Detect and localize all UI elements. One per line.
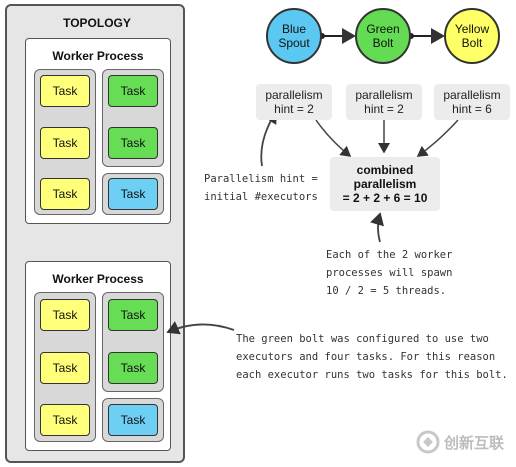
task-yellow: Task	[40, 127, 90, 159]
watermark: 创新互联	[416, 423, 512, 461]
worker-note: Each of the 2 worker processes will spaw…	[326, 249, 453, 297]
worker-process-title: Worker Process	[52, 272, 144, 286]
topology-title: TOPOLOGY	[63, 16, 131, 30]
hint-note-arrow	[260, 110, 277, 167]
task-green: Task	[108, 352, 158, 384]
logo-icon	[416, 430, 440, 454]
bolt-note: The green bolt was configured to use two…	[236, 333, 508, 381]
task-green: Task	[108, 127, 158, 159]
worker-process-1: Worker Process Task Task Task Task Task …	[25, 38, 171, 224]
hint-arrow-1	[315, 119, 352, 157]
task-yellow: Task	[40, 75, 90, 107]
worker-note-arrow	[370, 212, 384, 243]
task-yellow: Task	[40, 299, 90, 331]
parallelism-hint-3: parallelism hint = 6	[434, 84, 510, 120]
worker-process-title: Worker Process	[52, 49, 144, 63]
topology-panel: TOPOLOGY Worker Process Task Task Task T…	[5, 4, 185, 463]
task-yellow: Task	[40, 178, 90, 210]
blue-spout-node: Blue Spout	[266, 8, 322, 64]
yellow-bolt-node: Yellow Bolt	[444, 8, 500, 64]
combined-parallelism-box: combined parallelism = 2 + 2 + 6 = 10	[330, 157, 440, 211]
bolt-note-arrow	[166, 321, 235, 335]
worker-process-2: Worker Process Task Task Task Task Task …	[25, 261, 171, 451]
green-bolt-node: Green Bolt	[355, 8, 411, 64]
parallelism-hint-2: parallelism hint = 2	[346, 84, 422, 120]
task-blue: Task	[108, 178, 158, 210]
hint-note: Parallelism hint = initial #executors	[204, 173, 318, 203]
hint-arrow-3	[416, 119, 459, 157]
task-yellow: Task	[40, 352, 90, 384]
task-green: Task	[108, 75, 158, 107]
task-yellow: Task	[40, 404, 90, 436]
watermark-brand: 创新互联	[444, 434, 505, 452]
parallelism-hint-1: parallelism hint = 2	[256, 84, 332, 120]
task-green: Task	[108, 299, 158, 331]
task-blue: Task	[108, 404, 158, 436]
